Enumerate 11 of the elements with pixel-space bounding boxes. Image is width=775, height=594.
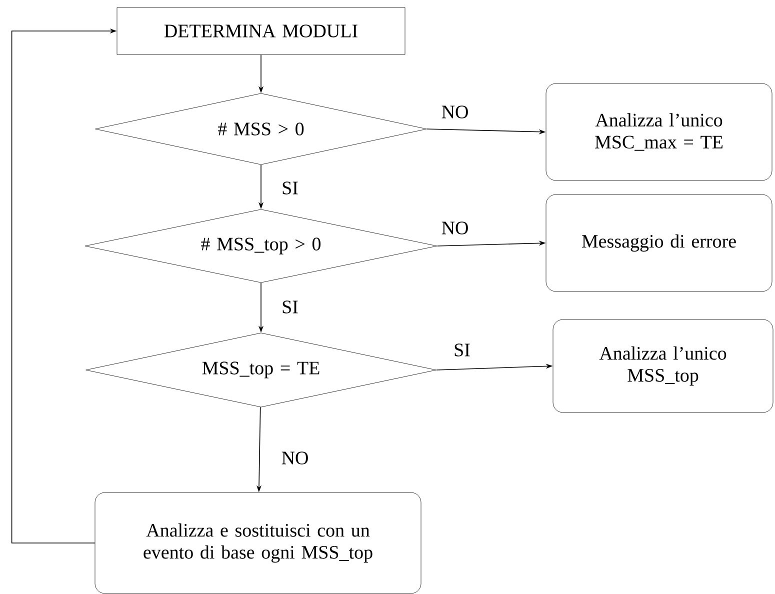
process-box: Analizza l’unico MSC_max = TE [546,83,772,181]
edge-label: NO [440,220,470,236]
edge-label: SI [452,342,472,358]
edge-label: NO [280,450,310,466]
process-box: Analizza e sostituisci con un evento di base ogni MSS_top [94,492,422,594]
process-box: DETERMINA MODULI [116,7,406,55]
edge-label: SI [280,180,300,196]
edge-label: NO [440,104,470,120]
process-box: Messaggio di errore [546,194,772,292]
edge-label: SI [280,300,300,314]
process-box: Analizza l’unico MSS_top [552,319,774,413]
